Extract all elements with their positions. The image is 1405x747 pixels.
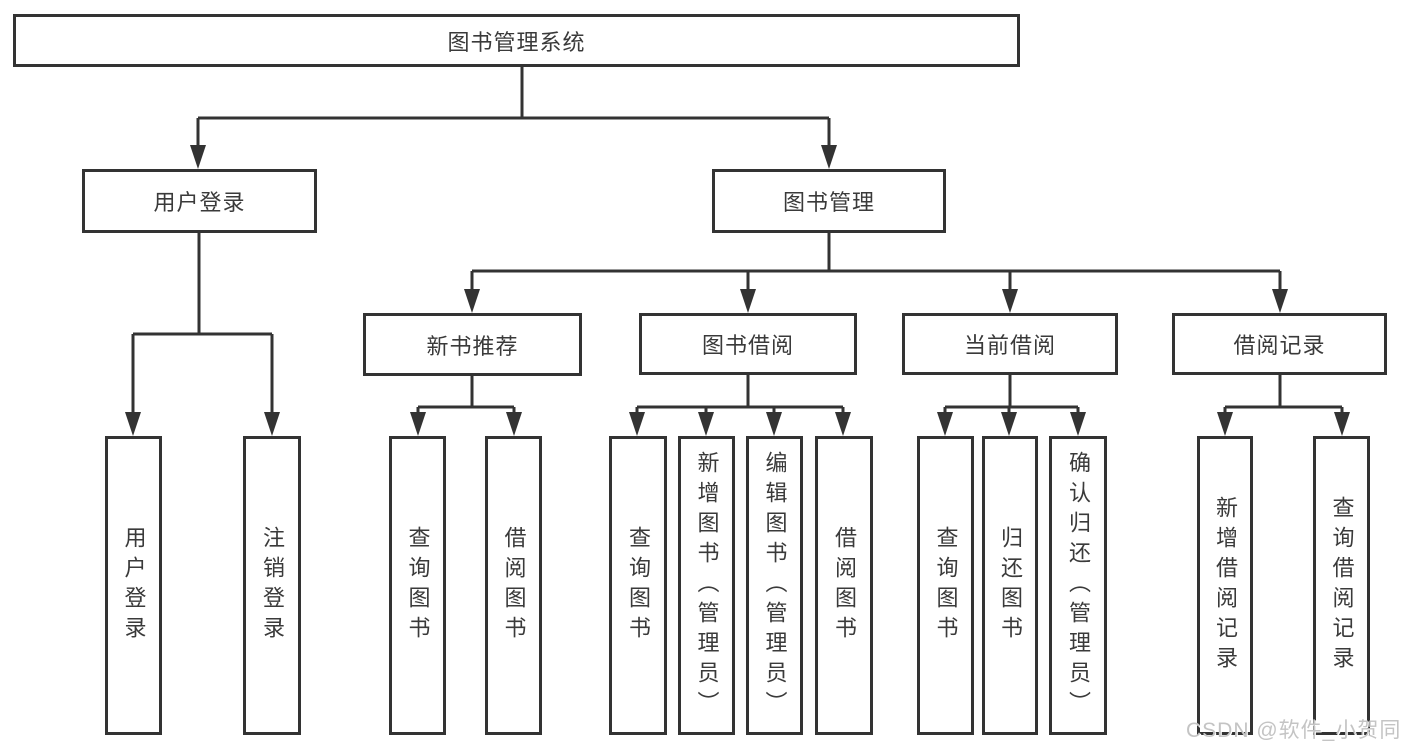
leaf-return-book: 归还图书 bbox=[982, 436, 1038, 735]
leaf-query-books-current: 查询图书 bbox=[917, 436, 974, 735]
node-book-borrow: 图书借阅 bbox=[639, 313, 857, 375]
arrowhead bbox=[125, 412, 141, 436]
leaf-confirm-return-admin: 确认归还（管理员） bbox=[1049, 436, 1107, 735]
node-user-login: 用户登录 bbox=[82, 169, 317, 233]
leaf-add-book-admin: 新增图书（管理员） bbox=[678, 436, 735, 735]
arrowhead bbox=[506, 412, 522, 436]
arrowhead bbox=[937, 412, 953, 436]
arrowhead bbox=[1001, 412, 1017, 436]
node-book-management: 图书管理 bbox=[712, 169, 946, 233]
node-library-management-system: 图书管理系统 bbox=[13, 14, 1020, 67]
arrowhead bbox=[264, 412, 280, 436]
leaf-add-borrow-record: 新增借阅记录 bbox=[1197, 436, 1253, 735]
connector-user-login-children bbox=[125, 233, 280, 436]
connector-root-to-level2 bbox=[190, 67, 837, 169]
leaf-query-books-recommend: 查询图书 bbox=[389, 436, 446, 735]
node-current-borrow: 当前借阅 bbox=[902, 313, 1118, 375]
arrowhead bbox=[1002, 289, 1018, 313]
connector-new-book-recommend-children bbox=[410, 376, 522, 436]
csdn-watermark: CSDN @软件_小贺同学 bbox=[1186, 719, 1402, 742]
arrowhead bbox=[464, 289, 480, 313]
node-new-book-recommend: 新书推荐 bbox=[363, 313, 582, 376]
connector-book-borrow-children bbox=[629, 375, 851, 436]
connector-current-borrow-children bbox=[937, 375, 1086, 436]
arrowhead bbox=[1070, 412, 1086, 436]
arrowhead bbox=[1272, 289, 1288, 313]
arrowhead bbox=[835, 412, 851, 436]
arrowhead bbox=[1217, 412, 1233, 436]
leaf-borrow-books-recommend: 借阅图书 bbox=[485, 436, 542, 735]
leaf-borrow-books: 借阅图书 bbox=[815, 436, 873, 735]
leaf-query-books-borrow: 查询图书 bbox=[609, 436, 667, 735]
arrowhead bbox=[766, 412, 782, 436]
leaf-user-login: 用户登录 bbox=[105, 436, 162, 735]
leaf-logout: 注销登录 bbox=[243, 436, 301, 735]
node-borrow-records: 借阅记录 bbox=[1172, 313, 1387, 375]
arrowhead bbox=[410, 412, 426, 436]
connector-book-management-children bbox=[464, 233, 1288, 313]
arrowhead bbox=[821, 145, 837, 169]
arrowhead bbox=[1334, 412, 1350, 436]
arrowhead bbox=[740, 289, 756, 313]
leaf-query-borrow-record: 查询借阅记录 bbox=[1313, 436, 1370, 735]
connector-borrow-records-children bbox=[1217, 375, 1350, 436]
arrowhead bbox=[629, 412, 645, 436]
arrowhead bbox=[698, 412, 714, 436]
leaf-edit-book-admin: 编辑图书（管理员） bbox=[746, 436, 803, 735]
arrowhead bbox=[190, 145, 206, 169]
